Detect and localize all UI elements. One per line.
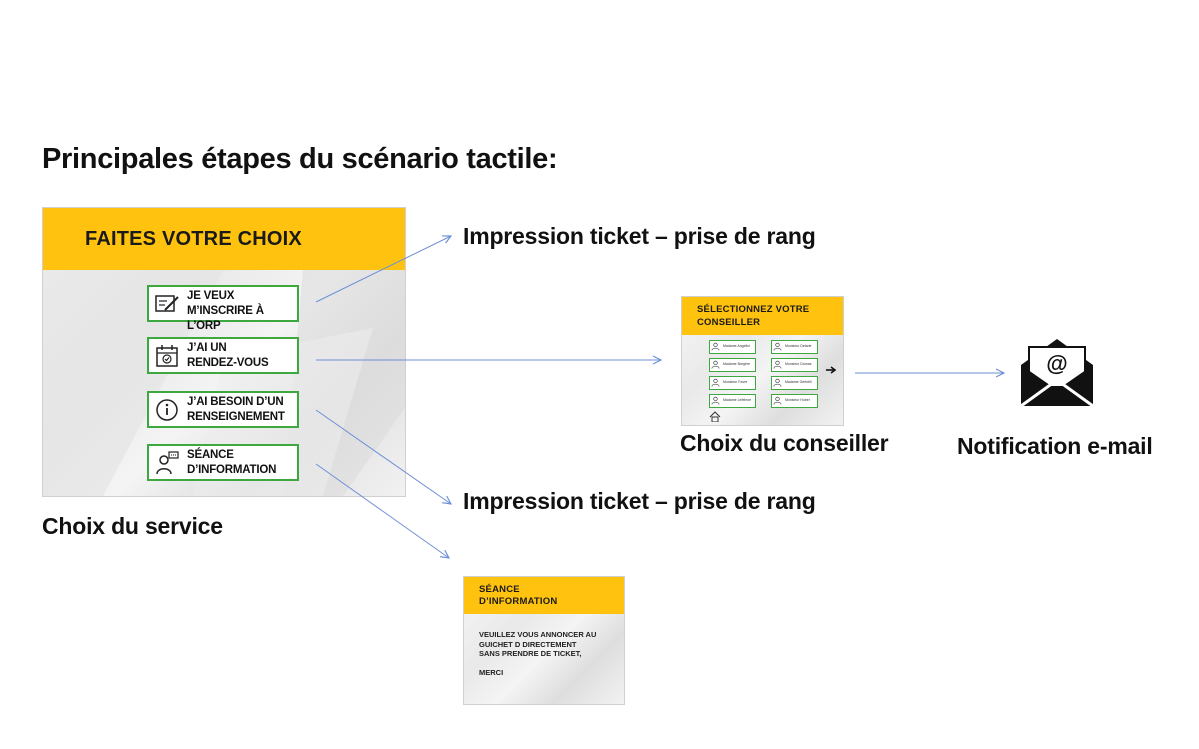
advisor-name: Monsieur Dumas (785, 362, 812, 366)
ticket-label-top: Impression ticket – prise de rang (463, 223, 816, 249)
presenter-icon (156, 451, 179, 475)
person-icon (773, 342, 782, 351)
advisor-name: Madame Angelini (723, 344, 750, 348)
screen-header: SÉLECTIONNEZ VOTRE CONSEILLER (682, 297, 843, 335)
advisor-button[interactable]: Monsieur Huber (771, 394, 818, 408)
advisor-button[interactable]: Madame Lefebvre (709, 394, 756, 408)
option-info-session[interactable]: SÉANCE D’INFORMATION (147, 444, 299, 481)
form-edit-icon (155, 295, 179, 312)
service-choice-caption: Choix du service (42, 513, 223, 539)
info-session-screen: SÉANCE D’INFORMATION Veuillez vous annon… (463, 576, 625, 705)
advisor-button[interactable]: Monsieur Dumas (771, 358, 818, 372)
option-label: SÉANCE D’INFORMATION (187, 449, 277, 476)
advisor-button[interactable]: Monsieur Delarie (771, 340, 818, 354)
advisor-name: Monsieur Huber (785, 398, 810, 402)
svg-text:@: @ (1046, 351, 1067, 376)
person-icon (773, 396, 782, 405)
info-message: Veuillez vous annoncer au guichet D dire… (479, 630, 597, 677)
advisor-button[interactable]: Madame Angelini (709, 340, 756, 354)
option-information-request[interactable]: J’AI BESOIN D’UN RENSEIGNEMENT (147, 391, 299, 428)
person-icon (711, 396, 720, 405)
option-label: J’AI UN RENDEZ-VOUS (187, 342, 269, 369)
email-envelope-icon: @ (1020, 339, 1094, 408)
advisor-name: Madame Gerbelli (785, 380, 812, 384)
advisor-name: Monsieur Favre (723, 380, 748, 384)
notification-caption: Notification e-mail (957, 433, 1153, 459)
advisor-button[interactable]: Monsieur Favre (709, 376, 756, 390)
person-icon (711, 342, 720, 351)
advisor-choice-screen: SÉLECTIONNEZ VOTRE CONSEILLER Madame Ang… (681, 296, 844, 426)
person-icon (711, 360, 720, 369)
advisor-name: Madame Bregère (723, 362, 751, 366)
option-appointment[interactable]: J’AI UN RENDEZ-VOUS (147, 337, 299, 374)
screen-header: FAITES VOTRE CHOIX (43, 208, 405, 270)
home-icon[interactable] (709, 410, 721, 422)
advisor-button[interactable]: Madame Bregère (709, 358, 756, 372)
info-icon (156, 399, 178, 421)
screen-header-title: FAITES VOTRE CHOIX (85, 228, 302, 250)
advisor-name: Madame Lefebvre (723, 398, 752, 402)
person-icon (773, 378, 782, 387)
service-choice-screen: FAITES VOTRE CHOIX JE VEUX M’INSCRIRE À … (42, 207, 406, 497)
page-title: Principales étapes du scénario tactile: (42, 143, 558, 175)
advisor-choice-caption: Choix du conseiller (680, 430, 889, 456)
calendar-check-icon (156, 345, 178, 367)
ticket-label-bottom: Impression ticket – prise de rang (463, 488, 816, 514)
screen-header: SÉANCE D’INFORMATION (464, 577, 624, 614)
person-icon (711, 378, 720, 387)
screen-header-title: SÉANCE D’INFORMATION (479, 584, 558, 607)
option-label: JE VEUX M’INSCRIRE À L’ORP (187, 290, 264, 332)
arrow-right-icon (826, 366, 837, 374)
advisor-button[interactable]: Madame Gerbelli (771, 376, 818, 390)
advisor-name: Monsieur Delarie (785, 344, 812, 348)
option-label: J’AI BESOIN D’UN RENSEIGNEMENT (187, 396, 285, 423)
screen-header-title: SÉLECTIONNEZ VOTRE CONSEILLER (697, 304, 810, 328)
option-register-orp[interactable]: JE VEUX M’INSCRIRE À L’ORP (147, 285, 299, 332)
person-icon (773, 360, 782, 369)
